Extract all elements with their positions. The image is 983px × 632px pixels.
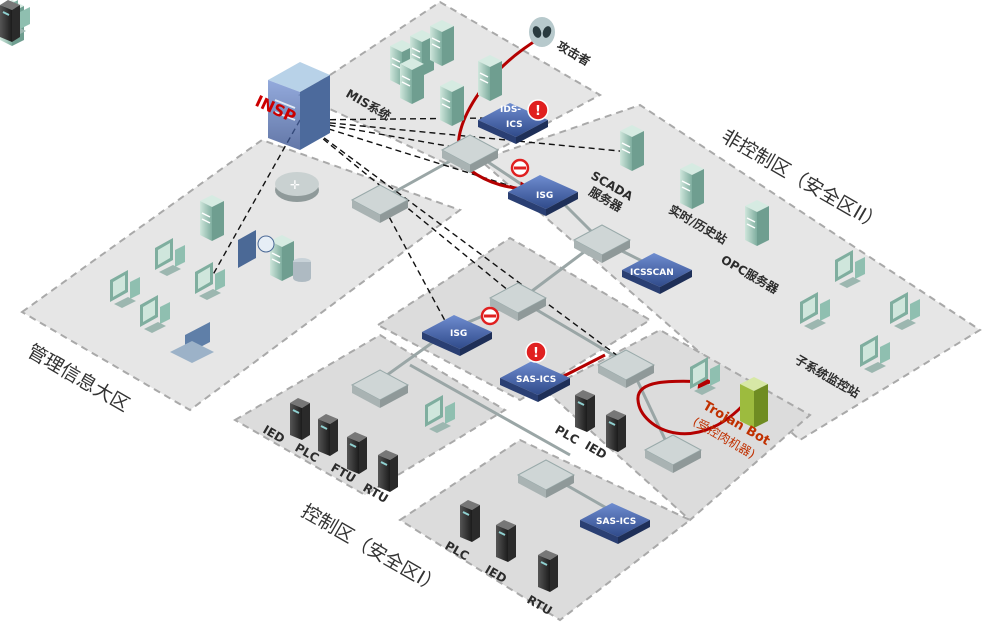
isg-device-control[interactable] <box>422 315 492 356</box>
ids-label-1: IDS- <box>500 105 521 115</box>
switch-icon <box>643 434 703 473</box>
plc-icon <box>317 413 339 457</box>
plc-icon <box>289 397 311 441</box>
switch-icon <box>350 369 410 408</box>
non-control-zone <box>478 103 982 442</box>
isg-device-top[interactable] <box>508 175 578 216</box>
alert-icon: ! <box>525 341 547 363</box>
isg-top-label: ISG <box>536 191 553 201</box>
server-icon <box>399 57 425 105</box>
plc-icon <box>377 449 399 493</box>
database-icon <box>293 258 311 282</box>
icsscan-label: ICSSCAN <box>630 268 674 278</box>
plc-icon <box>605 409 627 453</box>
sas-ics-device-bottom[interactable] <box>580 503 650 544</box>
plc-icon <box>537 549 559 593</box>
plc-icon <box>495 519 517 563</box>
svg-text:✛: ✛ <box>290 178 300 192</box>
server-icon <box>439 79 465 127</box>
alien-icon <box>529 17 555 47</box>
switch-icon <box>572 224 632 263</box>
alert-icon: ! <box>527 99 549 121</box>
icsscan-device[interactable] <box>622 253 692 294</box>
router-icon: ✛ <box>275 172 319 202</box>
server-icon <box>429 19 455 67</box>
switch-icon <box>350 184 410 223</box>
plc-icon <box>346 431 368 475</box>
plc-icon <box>459 499 481 543</box>
ids-ics-device[interactable] <box>478 103 548 144</box>
web-server-icon <box>238 230 275 268</box>
switch-icon <box>516 459 576 498</box>
trojan-bot-server[interactable] <box>740 377 768 428</box>
sas-ics-device-top[interactable] <box>500 361 570 402</box>
server-icon <box>744 199 770 247</box>
isg-control-label: ISG <box>450 329 467 339</box>
server-icon <box>477 54 503 102</box>
plc-icon <box>574 389 596 433</box>
svg-text:!: ! <box>535 104 541 119</box>
block-icon <box>480 306 500 326</box>
switch-icon <box>596 349 656 388</box>
switch-icon <box>488 282 548 321</box>
svg-text:!: ! <box>533 346 539 361</box>
ids-label-2: ICS <box>506 120 523 130</box>
server-icon <box>679 162 705 210</box>
trojan-path <box>636 373 754 436</box>
control-zone-left <box>233 333 507 497</box>
block-icon <box>510 158 530 178</box>
laptop-icon <box>170 322 214 363</box>
control-zone-bottom <box>398 438 692 622</box>
switch-icon <box>440 134 500 173</box>
sas-ics-top-label: SAS-ICS <box>516 375 556 385</box>
control-zone-top <box>376 236 652 402</box>
attacker-label: 攻击者 <box>555 38 594 69</box>
insp-server[interactable] <box>268 62 330 150</box>
server-icon <box>199 194 225 242</box>
server-icon <box>619 124 645 172</box>
sas-ics-bottom-label: SAS-ICS <box>596 517 636 527</box>
management-zone <box>20 138 463 412</box>
insp-monitoring-lines <box>209 117 631 366</box>
